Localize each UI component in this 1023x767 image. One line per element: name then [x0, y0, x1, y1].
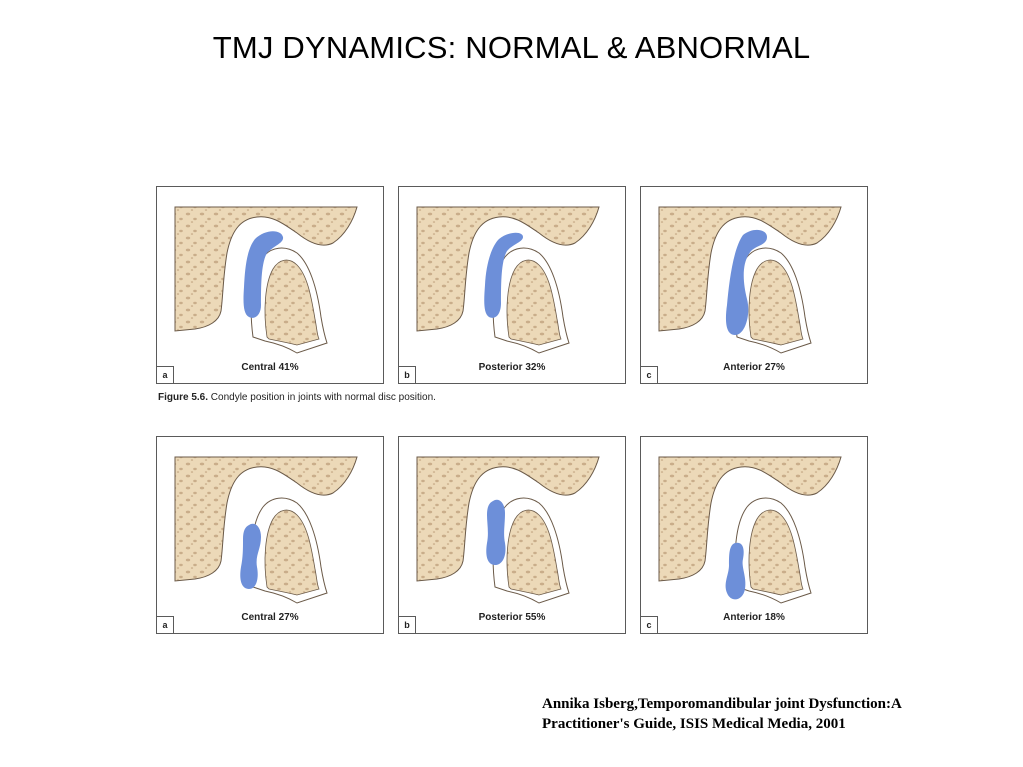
tmj-diagram	[174, 456, 358, 604]
citation-line-1: Annika Isberg,Temporomandibular joint Dy…	[542, 696, 902, 712]
page-title: TMJ DYNAMICS: NORMAL & ABNORMAL	[212, 30, 811, 65]
caption-text: Condyle position in joints with normal d…	[210, 392, 436, 403]
tmj-diagram	[658, 456, 842, 604]
panel-label: Posterior 32%	[478, 362, 546, 373]
tmj-diagram	[174, 206, 358, 354]
panel-label: Anterior 18%	[723, 612, 785, 623]
tmj-diagram	[416, 456, 600, 604]
panel-label: Central 27%	[241, 612, 299, 623]
panel-label: Posterior 55%	[478, 612, 546, 623]
tmj-diagram	[658, 206, 842, 354]
disc-shape	[240, 523, 261, 589]
panel-row1-b: b Posterior 32%	[398, 186, 626, 384]
panel-row1-c: c Anterior 27%	[640, 186, 868, 384]
caption-label: Figure 5.6.	[158, 392, 209, 403]
panel-letter: c	[641, 366, 658, 383]
disc-shape	[486, 499, 506, 565]
panel-letter: c	[641, 616, 658, 633]
panel-label: Anterior 27%	[723, 362, 785, 373]
citation: Annika Isberg,Temporomandibular joint Dy…	[542, 694, 1002, 734]
panel-letter: b	[399, 616, 416, 633]
panel-row2-b: b Posterior 55%	[398, 436, 626, 634]
disc-shape	[484, 232, 523, 318]
disc-shape	[725, 542, 746, 600]
panel-letter: b	[399, 366, 416, 383]
panel-letter: a	[157, 366, 174, 383]
disc-shape	[725, 229, 767, 335]
panel-row2-a: a Central 27%	[156, 436, 384, 634]
panel-label: Central 41%	[241, 362, 299, 373]
figure-caption: Figure 5.6. Condyle position in joints w…	[158, 392, 436, 403]
citation-line-2: Practitioner's Guide, ISIS Medical Media…	[542, 716, 846, 732]
tmj-diagram	[416, 206, 600, 354]
panel-row2-c: c Anterior 18%	[640, 436, 868, 634]
panel-letter: a	[157, 616, 174, 633]
disc-shape	[243, 231, 284, 318]
panel-row1-a: a Central 41%	[156, 186, 384, 384]
